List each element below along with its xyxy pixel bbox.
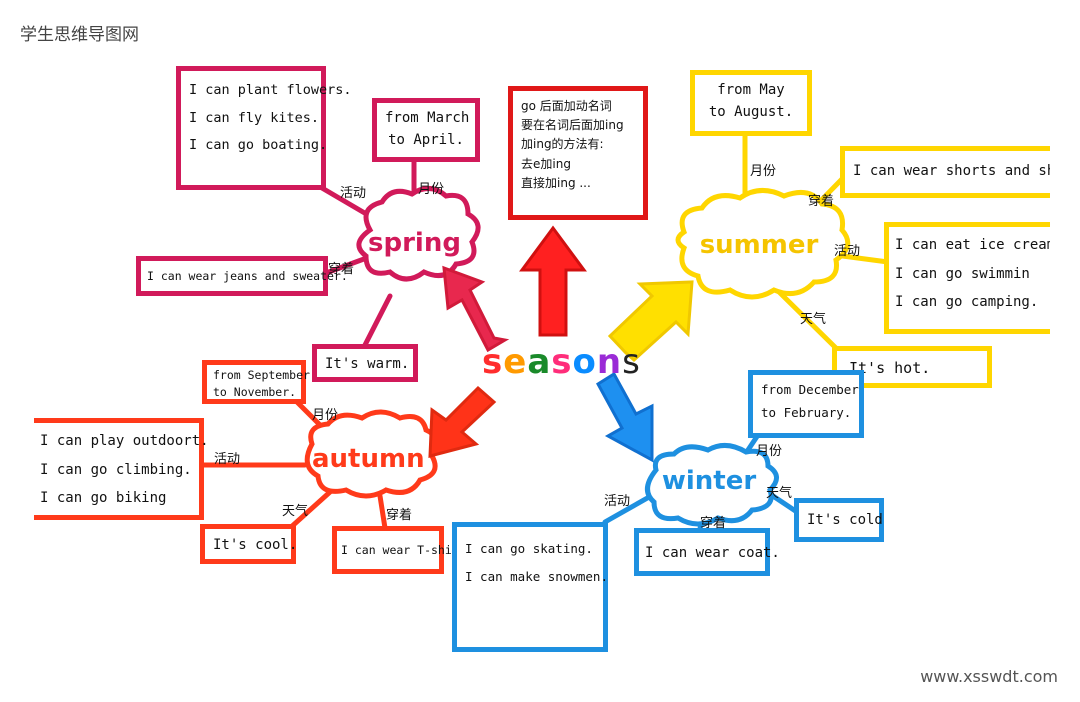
autumn-label-clothes: 穿着	[386, 508, 413, 523]
winter-weather: It's cold	[807, 512, 883, 528]
autumn-label-months: 月份	[312, 408, 339, 423]
arrow-to-winter	[596, 371, 654, 463]
winter-activity: I can make snowmen.	[465, 568, 608, 584]
summer-label-weather: 天气	[800, 312, 827, 327]
summer-month: to August.	[708, 104, 794, 121]
autumn-connector-weather	[287, 489, 333, 531]
autumn-title: autumn	[312, 444, 425, 474]
winter-month: to February.	[761, 404, 852, 420]
autumn-activity: I can go biking	[40, 490, 167, 507]
summer-label-activities: 活动	[834, 244, 861, 259]
winter-title: winter	[661, 466, 757, 496]
autumn-weather: It's cool.	[213, 537, 298, 553]
winter-clothes: I can wear coat.	[645, 545, 780, 561]
winter-activities-box: I can go skating. I can make snowmen.	[452, 522, 608, 652]
watermark-top: 学生思维导图网	[20, 25, 139, 45]
autumn-activities-box: I can play outdoort. I can go climbing. …	[34, 418, 209, 520]
summer-label-months: 月份	[750, 164, 777, 179]
spring-weather: It's warm.	[325, 356, 410, 372]
grammar-line: 加ing的方法有:	[521, 137, 604, 152]
spring-month: from March	[385, 110, 470, 126]
autumn-label-weather: 天气	[282, 504, 309, 519]
autumn-clothes: I can wear T-shirt.	[341, 543, 473, 557]
spring-activity: I can fly kites.	[189, 109, 320, 126]
winter-label-clothes: 穿着	[700, 516, 727, 531]
summer-title: summer	[699, 230, 819, 260]
spring-months-box: from March to April.	[372, 98, 480, 162]
winter-weather-box: It's cold	[794, 498, 884, 542]
center-letter: o	[572, 342, 597, 382]
summer-activity: I can go camping.	[895, 294, 1039, 311]
winter-cloud	[645, 443, 779, 527]
winter-months-box: from December to February.	[748, 370, 864, 438]
summer-cloud	[675, 188, 851, 300]
spring-activity: I can go boating.	[189, 137, 328, 154]
autumn-activity: I can play outdoort.	[40, 433, 209, 449]
winter-label-weather: 天气	[766, 486, 793, 501]
center-letter: s	[551, 342, 573, 382]
grammar-line: 要在名词后面加ing	[521, 118, 624, 133]
arrow-to-summer	[607, 280, 694, 363]
summer-months-box: from May to August.	[690, 70, 812, 136]
autumn-clothes-box: I can wear T-shirt.	[332, 526, 473, 574]
summer-weather: It's hot.	[849, 359, 931, 377]
summer-activity: I can go swimmin	[895, 265, 1030, 282]
center-letter: s	[482, 342, 504, 382]
summer-clothes: I can wear shorts and shi	[853, 163, 1050, 179]
spring-title: spring	[368, 228, 461, 258]
autumn-month: to November.	[213, 384, 297, 399]
winter-clothes-box: I can wear coat.	[634, 528, 780, 576]
grammar-line: go 后面加动名词	[521, 99, 612, 113]
grammar-line: 去e加ing	[521, 156, 571, 171]
spring-activity: I can plant flowers.	[189, 82, 352, 98]
autumn-activity: I can go climbing.	[40, 461, 192, 478]
center-letter: s	[622, 342, 641, 382]
grammar-line: 直接加ing ...	[521, 175, 591, 190]
grammar-note-box: go 后面加动名词 要在名词后面加ing 加ing的方法有: 去e加ing 直接…	[508, 86, 648, 220]
arrow-to-grammar	[519, 225, 587, 337]
autumn-months-box: from September to November.	[202, 360, 310, 404]
spring-label-activities: 活动	[340, 186, 367, 201]
spring-label-clothes: 穿着	[328, 262, 355, 277]
summer-clothes-box: I can wear shorts and shi	[840, 146, 1050, 198]
winter-label-activities: 活动	[604, 494, 631, 509]
summer-activities-box: I can eat ice cream I can go swimmin I c…	[884, 222, 1050, 334]
winter-label-months: 月份	[756, 444, 783, 459]
autumn-month: from September	[213, 368, 310, 382]
spring-month: to April.	[388, 132, 464, 149]
spring-weather-box: It's warm.	[312, 344, 418, 382]
spring-clothes: I can wear jeans and sweater.	[147, 269, 348, 283]
spring-cloud	[356, 186, 481, 282]
winter-connector-weather	[767, 491, 800, 515]
center-letter: a	[527, 342, 552, 382]
spring-label-months: 月份	[418, 182, 445, 197]
watermark-bottom: www.xsswdt.com	[920, 667, 1058, 686]
center-letter: n	[596, 342, 623, 382]
spring-connector-weather	[362, 293, 393, 348]
center-title: seasons	[482, 342, 641, 382]
summer-connector-weather	[772, 285, 843, 355]
autumn-label-activities: 活动	[214, 452, 241, 467]
summer-month: from May	[717, 82, 785, 98]
summer-activity: I can eat ice cream	[895, 237, 1050, 253]
arrow-to-autumn	[428, 385, 497, 458]
winter-month: from December	[761, 382, 859, 397]
summer-label-clothes: 穿着	[808, 194, 835, 209]
spring-activities-box: I can plant flowers. I can fly kites. I …	[176, 66, 352, 190]
arrow-to-spring	[442, 265, 510, 353]
autumn-connector-clothes	[377, 493, 388, 531]
center-letter: e	[503, 342, 528, 382]
autumn-weather-box: It's cool.	[200, 524, 298, 564]
spring-clothes-box: I can wear jeans and sweater.	[136, 256, 348, 296]
winter-activity: I can go skating.	[465, 541, 593, 556]
